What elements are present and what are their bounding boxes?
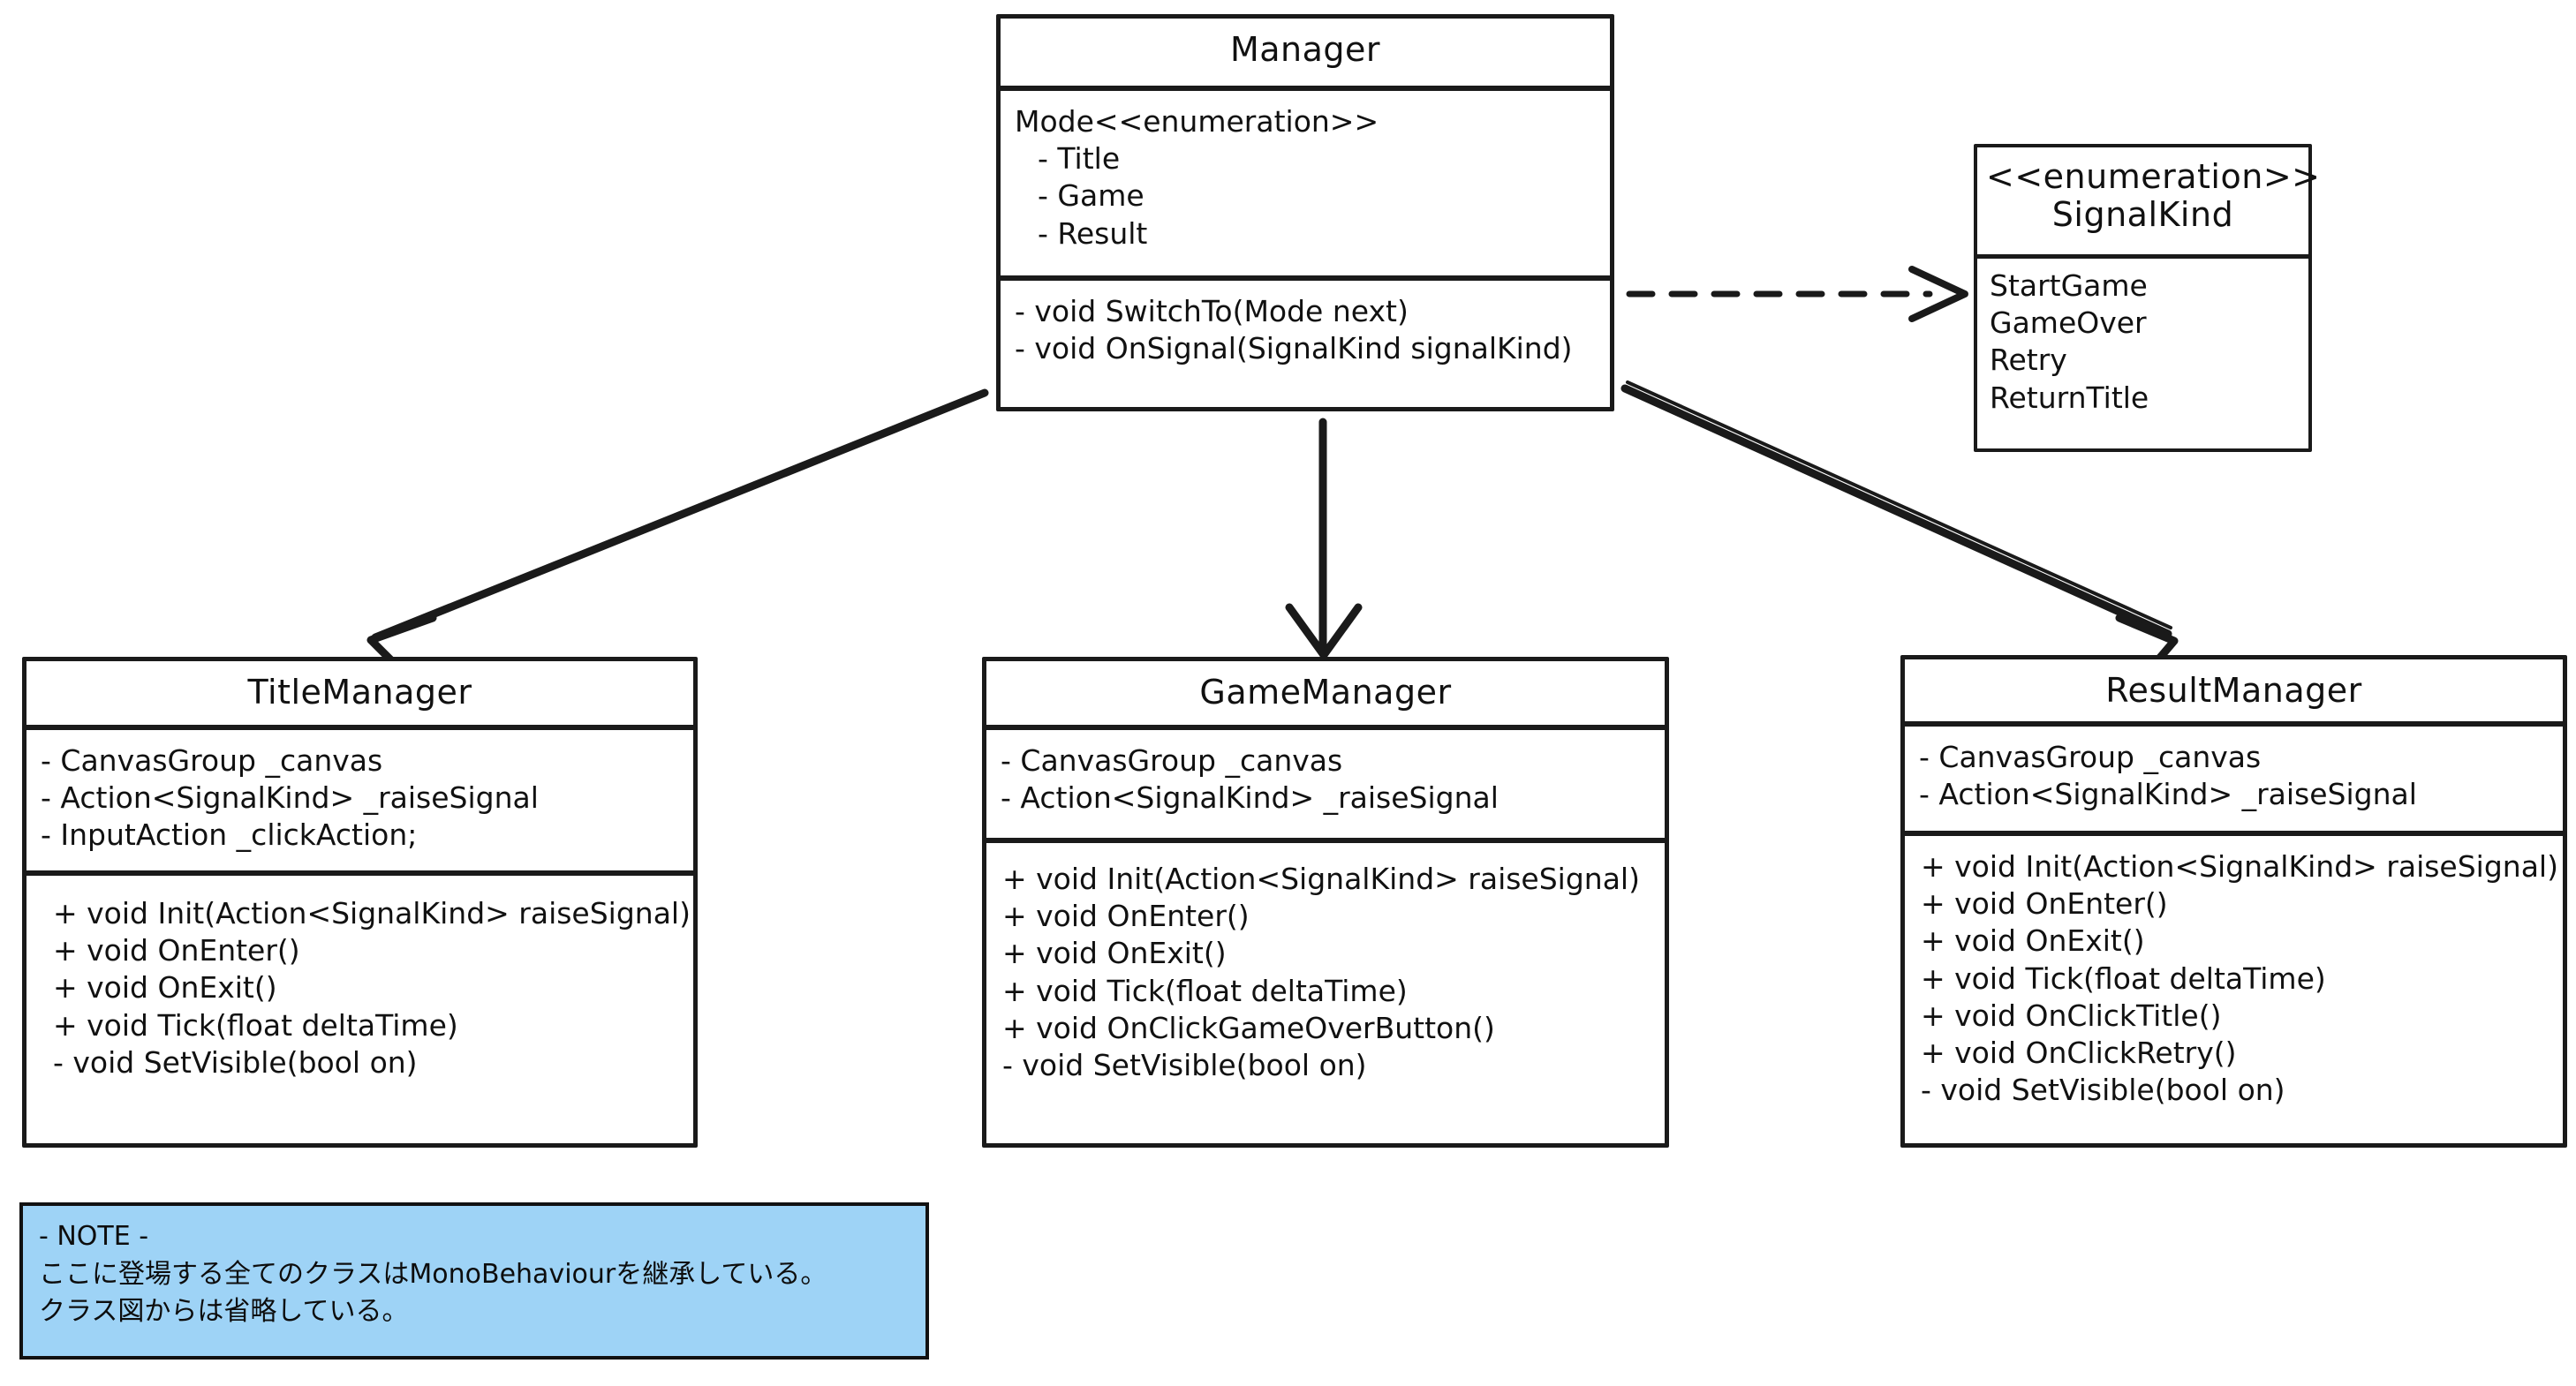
note-box: - NOTE - ここに登場する全てのクラスはMonoBehaviourを継承し… [19,1202,929,1360]
attribute-row: - Action<SignalKind> _raiseSignal [41,780,539,816]
method-row: + void OnEnter() [1921,886,2168,922]
class-header-titlemanager: TitleManager [26,661,693,725]
enum-value-row: GameOver [1990,305,2147,341]
class-box-titlemanager[interactable]: TitleManager - CanvasGroup _canvas - Act… [22,657,698,1148]
attribute-row: - Action<SignalKind> _raiseSignal [1919,777,2417,812]
class-methods-manager: - void SwitchTo(Mode next) - void OnSign… [1001,281,1610,376]
method-row: + void OnClickRetry() [1921,1036,2237,1071]
method-row: + void OnExit() [1921,923,2145,959]
attribute-row: - CanvasGroup _canvas [41,743,383,778]
class-box-resultmanager[interactable]: ResultManager - CanvasGroup _canvas - Ac… [1900,655,2567,1148]
class-header-manager: Manager [1001,19,1610,86]
method-row: - void SetVisible(bool on) [53,1044,418,1080]
method-row: + void OnEnter() [1002,899,1250,934]
method-row: - void SetVisible(bool on) [1002,1048,1367,1083]
method-row: + void OnEnter() [53,933,300,968]
class-methods-resultmanager: + void Init(Action<SignalKind> raiseSign… [1905,836,2563,1119]
attribute-row: - CanvasGroup _canvas [1001,743,1343,778]
divider-manager-methods [1001,275,1610,281]
class-values-signalkind: StartGame GameOver Retry ReturnTitle [1977,259,2308,426]
class-box-signalkind[interactable]: <<enumeration>> SignalKind StartGame Gam… [1974,144,2321,452]
class-attributes-gamemanager: - CanvasGroup _canvas - Action<SignalKin… [986,730,1665,838]
method-row: + void Init(Action<SignalKind> raiseSign… [1921,849,2558,884]
attribute-row: Mode<<enumeration>> [1015,104,1379,139]
method-row: + void Init(Action<SignalKind> raiseSign… [53,896,691,930]
method-row: - void SetVisible(bool on) [1921,1073,2285,1108]
class-methods-gamemanager: + void Init(Action<SignalKind> raiseSign… [986,843,1665,1093]
edge-manager-to-titlemanager [366,388,989,687]
divider-signalkind-values [1977,254,2308,259]
class-attributes-titlemanager: - CanvasGroup _canvas - Action<SignalKin… [26,730,693,870]
method-row: + void Tick(float deltaTime) [53,1007,458,1043]
note-title: - NOTE - [39,1221,149,1252]
method-row: + void Tick(float deltaTime) [1002,973,1408,1008]
method-row: + void OnClickTitle() [1921,998,2222,1033]
class-name-signalkind: SignalKind [2051,194,2234,234]
class-methods-titlemanager: + void Init(Action<SignalKind> raiseSign… [26,876,693,1090]
enum-value-row: StartGame [1990,268,2148,303]
divider-resultmanager-methods [1905,831,2563,836]
attribute-row: - Result [1038,215,1148,251]
divider-manager-attributes [1001,86,1610,91]
attribute-row: - CanvasGroup _canvas [1919,740,2262,774]
method-row: + void OnExit() [1002,936,1227,971]
edge-manager-to-signalkind [1626,266,1968,322]
class-name-gamemanager: GameManager [1199,673,1452,712]
class-name-resultmanager: ResultManager [2105,671,2362,710]
method-row: - void SwitchTo(Mode next) [1015,294,1409,328]
method-row: + void Init(Action<SignalKind> raiseSign… [1002,862,1640,896]
stereotype-enumeration: <<enumeration>> [1986,157,2321,196]
attribute-row: - Title [1038,141,1121,177]
class-attributes-manager: Mode<<enumeration>> - Title - Game - Res… [1001,91,1610,275]
class-box-gamemanager[interactable]: GameManager - CanvasGroup _canvas - Acti… [982,657,1669,1148]
divider-resultmanager-attributes [1905,721,2563,727]
method-row: - void OnSignal(SignalKind signalKind) [1015,331,1573,366]
attribute-row: - Game [1038,178,1144,214]
attribute-row: - Action<SignalKind> _raiseSignal [1001,780,1499,816]
note-text-line: ここに登場する全てのクラスはMonoBehaviourを継承している。 [39,1258,827,1290]
divider-titlemanager-methods [26,870,693,876]
divider-gamemanager-attributes [986,725,1665,730]
note-text-line: クラス図からは省略している。 [39,1296,409,1328]
method-row: + void OnExit() [53,970,277,1006]
class-name-manager: Manager [1229,30,1381,69]
class-header-signalkind: <<enumeration>> SignalKind [1977,147,2321,254]
edge-manager-to-gamemanager [1285,418,1363,659]
divider-gamemanager-methods [986,838,1665,843]
class-box-manager[interactable]: Manager Mode<<enumeration>> - Title - Ga… [996,14,1614,411]
class-header-gamemanager: GameManager [986,661,1665,725]
divider-titlemanager-attributes [26,725,693,730]
class-header-resultmanager: ResultManager [1905,659,2563,721]
class-name-titlemanager: TitleManager [247,673,472,712]
enum-value-row: ReturnTitle [1990,380,2149,415]
attribute-row: - InputAction _clickAction; [41,817,418,853]
enum-value-row: Retry [1990,343,2067,378]
class-attributes-resultmanager: - CanvasGroup _canvas - Action<SignalKin… [1905,727,2563,831]
method-row: + void Tick(float deltaTime) [1921,960,2326,996]
method-row: + void OnClickGameOverButton() [1002,1010,1495,1045]
